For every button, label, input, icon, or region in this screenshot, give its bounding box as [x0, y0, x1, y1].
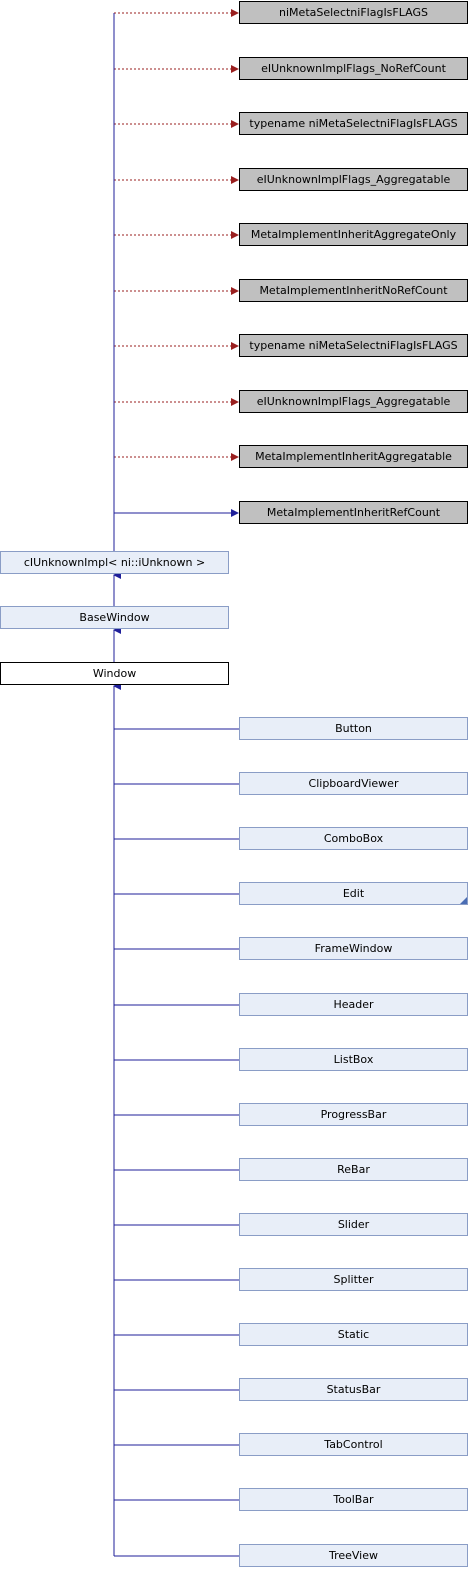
class-label: ComboBox — [323, 832, 384, 845]
class-label: TabControl — [324, 1438, 383, 1451]
derived-class-slider[interactable]: Slider — [239, 1213, 468, 1236]
template-param-metaimplementinheritrefcount[interactable]: MetaImplementInheritRefCount — [239, 501, 468, 524]
class-label: MetaImplementInheritRefCount — [266, 506, 441, 519]
class-label: ProgressBar — [320, 1108, 387, 1121]
class-label: eIUnknownImplFlags_Aggregatable — [256, 173, 451, 186]
template-param-typename-nimetaselectniflagisflags[interactable]: typename niMetaSelectniFlagIsFLAGS — [239, 334, 468, 357]
derived-class-toolbar[interactable]: ToolBar — [239, 1488, 468, 1511]
derived-class-rebar[interactable]: ReBar — [239, 1158, 468, 1181]
class-label: Slider — [337, 1218, 370, 1231]
current-class-window[interactable]: Window — [0, 662, 229, 685]
base-class-basewindow[interactable]: BaseWindow — [0, 606, 229, 629]
class-label: Header — [333, 998, 374, 1011]
class-label: Button — [335, 722, 372, 735]
class-label: ClipboardViewer — [308, 777, 399, 790]
derived-class-static[interactable]: Static — [239, 1323, 468, 1346]
template-param-nimetaselectniflagisflags[interactable]: niMetaSelectniFlagIsFLAGS — [239, 1, 468, 24]
derived-class-listbox[interactable]: ListBox — [239, 1048, 468, 1071]
derived-class-framewindow[interactable]: FrameWindow — [239, 937, 468, 960]
class-label: TreeView — [328, 1549, 379, 1562]
derived-class-edit[interactable]: Edit — [239, 882, 468, 905]
derived-class-header[interactable]: Header — [239, 993, 468, 1016]
class-label: StatusBar — [326, 1383, 381, 1396]
class-label: Window — [92, 667, 137, 680]
derived-class-treeview[interactable]: TreeView — [239, 1544, 468, 1567]
class-label: eIUnknownImplFlags_NoRefCount — [261, 62, 446, 75]
class-label: FrameWindow — [314, 942, 393, 955]
derived-class-button[interactable]: Button — [239, 717, 468, 740]
class-label: cIUnknownImpl< ni::iUnknown > — [23, 556, 206, 569]
class-label: Static — [337, 1328, 370, 1341]
class-label: MetaImplementInheritNoRefCount — [259, 284, 448, 297]
class-label: ToolBar — [333, 1493, 374, 1506]
class-label: typename niMetaSelectniFlagIsFLAGS — [249, 117, 458, 130]
template-param-eiunknownimplflags-norefcount[interactable]: eIUnknownImplFlags_NoRefCount — [239, 57, 468, 80]
template-param-metaimplementinheritaggregateonly[interactable]: MetaImplementInheritAggregateOnly — [239, 223, 468, 246]
class-label: MetaImplementInheritAggregatable — [255, 450, 452, 463]
class-label: BaseWindow — [79, 611, 150, 624]
has-subclasses-icon — [460, 897, 467, 904]
derived-class-combobox[interactable]: ComboBox — [239, 827, 468, 850]
template-param-metaimplementinheritaggregatable[interactable]: MetaImplementInheritAggregatable — [239, 445, 468, 468]
class-label: typename niMetaSelectniFlagIsFLAGS — [249, 339, 458, 352]
template-param-typename-nimetaselectniflagisflags[interactable]: typename niMetaSelectniFlagIsFLAGS — [239, 112, 468, 135]
template-param-eiunknownimplflags-aggregatable[interactable]: eIUnknownImplFlags_Aggregatable — [239, 168, 468, 191]
class-label: ReBar — [337, 1163, 370, 1176]
derived-class-progressbar[interactable]: ProgressBar — [239, 1103, 468, 1126]
derived-class-statusbar[interactable]: StatusBar — [239, 1378, 468, 1401]
template-param-metaimplementinheritnorefcount[interactable]: MetaImplementInheritNoRefCount — [239, 279, 468, 302]
class-label: MetaImplementInheritAggregateOnly — [250, 228, 457, 241]
class-label: ListBox — [333, 1053, 374, 1066]
derived-class-tabcontrol[interactable]: TabControl — [239, 1433, 468, 1456]
base-class-ciunknownimpl-ni-iunknown[interactable]: cIUnknownImpl< ni::iUnknown > — [0, 551, 229, 574]
class-label: Edit — [342, 887, 365, 900]
template-param-eiunknownimplflags-aggregatable[interactable]: eIUnknownImplFlags_Aggregatable — [239, 390, 468, 413]
class-label: niMetaSelectniFlagIsFLAGS — [279, 6, 428, 19]
class-label: eIUnknownImplFlags_Aggregatable — [256, 395, 451, 408]
derived-class-splitter[interactable]: Splitter — [239, 1268, 468, 1291]
derived-class-clipboardviewer[interactable]: ClipboardViewer — [239, 772, 468, 795]
class-label: Splitter — [333, 1273, 374, 1286]
